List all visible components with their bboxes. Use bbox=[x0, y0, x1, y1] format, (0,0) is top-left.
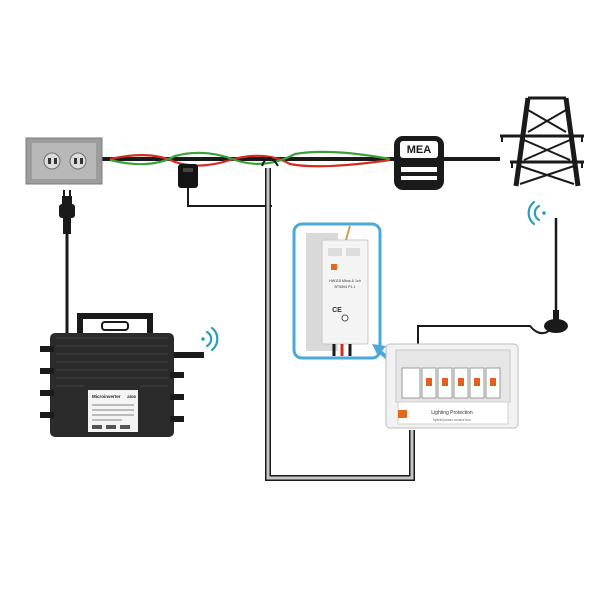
microinverter bbox=[40, 313, 204, 437]
inverter-model: 2800 bbox=[127, 394, 137, 399]
power-tower-icon bbox=[500, 96, 584, 187]
wifi-icon bbox=[527, 200, 546, 226]
meter-module-line2: BT5504 P1.1 bbox=[335, 285, 356, 289]
electric-meter-icon bbox=[394, 136, 444, 190]
ct-cable-loop bbox=[261, 157, 415, 481]
current-clamp-icon bbox=[178, 164, 272, 207]
antenna-icon bbox=[417, 218, 568, 348]
meter-label: MEA bbox=[407, 144, 432, 156]
meter-module-callout bbox=[292, 222, 382, 360]
control-box-subtitle: hybrid power control box bbox=[433, 418, 471, 422]
ce-mark-icon: CE bbox=[332, 307, 342, 314]
wifi-icon bbox=[201, 326, 219, 352]
meter-module-model: HW115 Mbus & 1ch bbox=[329, 279, 361, 283]
control-box-title: Lighting Protection bbox=[431, 410, 473, 416]
wall-socket-icon bbox=[25, 137, 103, 185]
control-box bbox=[385, 343, 519, 429]
inverter-label: Microinverter bbox=[92, 394, 121, 399]
plug-icon bbox=[59, 190, 75, 335]
